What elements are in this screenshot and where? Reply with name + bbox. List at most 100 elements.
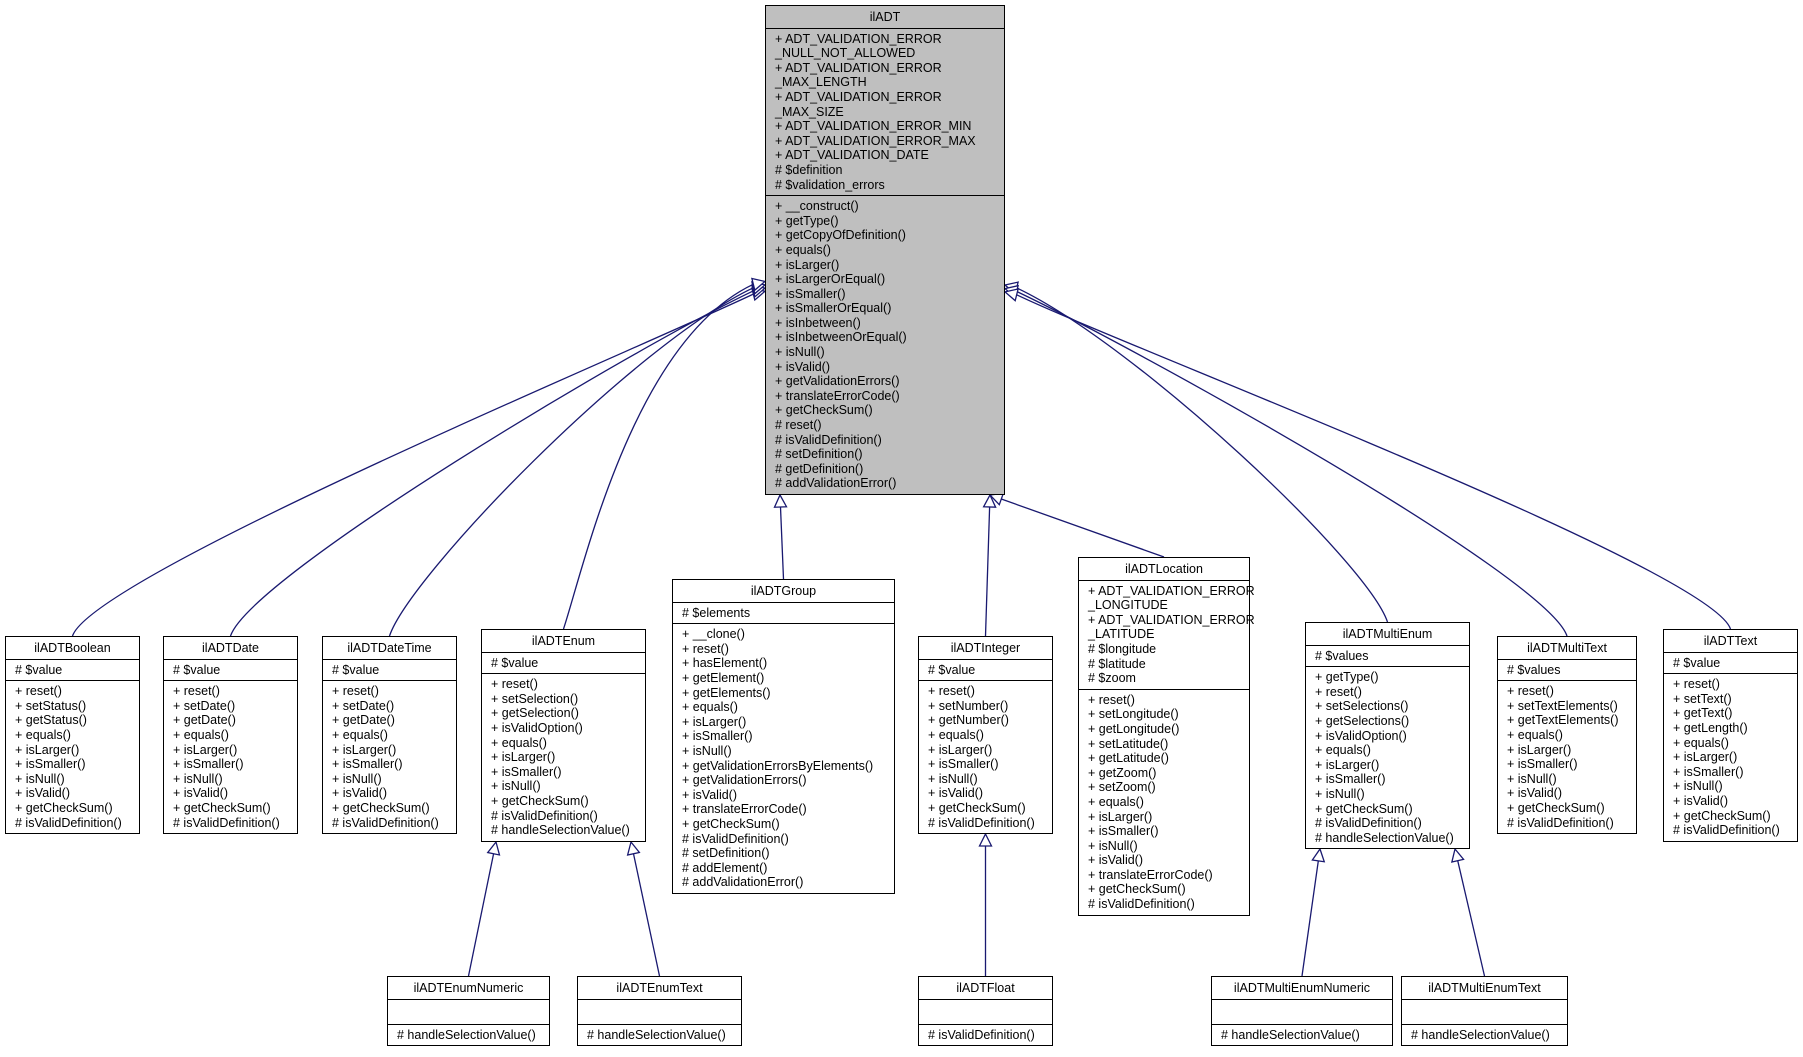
edge-ilADTGroup-to-ilADT: [779, 506, 785, 580]
attribute-section: # $value: [1664, 653, 1797, 674]
method-item: + getDate(): [173, 713, 236, 728]
method-item: + equals(): [1088, 794, 1144, 809]
method-item: + getCheckSum(): [1507, 800, 1605, 815]
method-item: + isNull(): [1673, 779, 1723, 794]
class-name: ilADTMultiEnumText: [1402, 977, 1567, 1000]
method-section: # handleSelectionValue(): [388, 1023, 549, 1046]
method-item: # isValidDefinition(): [332, 815, 439, 830]
method-item: + isValid(): [928, 786, 983, 801]
method-item: # isValidDefinition(): [775, 432, 882, 447]
method-item: + getText(): [1673, 706, 1733, 721]
attribute-section: + ADT_VALIDATION_ERROR_LONGITUDE+ ADT_VA…: [1079, 581, 1255, 689]
attribute-item: _LATITUDE: [1088, 627, 1155, 642]
method-item: + isValid(): [1088, 853, 1143, 868]
method-item: + getSelections(): [1315, 713, 1410, 728]
attribute-item: # $value: [173, 662, 221, 677]
method-item: # addElement(): [682, 860, 768, 875]
class-ilADTDateTime: ilADTDateTime# $value+ reset()+ setDate(…: [322, 636, 457, 835]
method-item: + isSmaller(): [1507, 757, 1578, 772]
edge-ilADTInteger-to-ilADT: [984, 506, 991, 637]
class-name: ilADTMultiEnumNumeric: [1212, 977, 1392, 1000]
inheritance-arrowhead: [982, 493, 997, 508]
attribute-item: # $value: [928, 662, 976, 677]
method-section: # handleSelectionValue(): [578, 1023, 741, 1046]
attribute-item: # $values: [1315, 648, 1369, 663]
method-item: + isLarger(): [332, 742, 397, 757]
method-item: + equals(): [332, 727, 388, 742]
attribute-section: [1212, 1000, 1392, 1024]
edge-ilADTMultiEnumText-to-ilADTMultiEnum: [1457, 860, 1486, 977]
method-item: + setText(): [1673, 691, 1732, 706]
method-item: + setSelection(): [491, 691, 579, 706]
method-item: + isSmaller(): [775, 286, 846, 301]
method-item: + equals(): [928, 727, 984, 742]
attribute-item: + ADT_VALIDATION_ERROR_MIN: [775, 119, 972, 134]
method-item: + setDate(): [332, 698, 395, 713]
method-item: + equals(): [491, 735, 547, 750]
attribute-item: _NULL_NOT_ALLOWED: [775, 46, 916, 61]
edge-ilADTBoolean-to-ilADT: [71, 293, 754, 637]
method-item: + isNull(): [491, 779, 541, 794]
method-item: + isLarger(): [682, 714, 747, 729]
attribute-item: _MAX_LENGTH: [775, 75, 867, 90]
method-item: + getLatitude(): [1088, 751, 1169, 766]
method-item: + getCheckSum(): [682, 816, 780, 831]
method-item: # isValidDefinition(): [1088, 897, 1195, 912]
method-item: + isNull(): [173, 771, 223, 786]
method-item: + __clone(): [682, 627, 745, 642]
method-item: + getCheckSum(): [15, 800, 113, 815]
attribute-item: + ADT_VALIDATION_DATE: [775, 148, 929, 163]
class-ilADTDate: ilADTDate# $value+ reset()+ setDate()+ g…: [163, 636, 298, 835]
method-item: # isValidDefinition(): [491, 808, 598, 823]
attribute-item: # $longitude: [1088, 641, 1157, 656]
method-item: + setLatitude(): [1088, 736, 1169, 751]
attribute-item: # $definition: [775, 162, 843, 177]
class-ilADTEnum: ilADTEnum# $value+ reset()+ setSelection…: [481, 629, 646, 842]
class-ilADTFloat: ilADTFloat# isValidDefinition(): [918, 976, 1053, 1047]
method-item: + isValid(): [775, 359, 830, 374]
class-ilADTMultiText: ilADTMultiText# $values+ reset()+ setTex…: [1497, 636, 1637, 835]
attribute-item: + ADT_VALIDATION_ERROR: [775, 89, 942, 104]
method-item: # handleSelectionValue(): [1221, 1027, 1360, 1042]
inheritance-arrowhead: [1450, 847, 1465, 863]
method-item: + equals(): [1673, 735, 1729, 750]
attribute-section: [388, 1000, 549, 1024]
method-item: + getType(): [775, 213, 839, 228]
edge-ilADTMultiText-to-ilADT: [1016, 291, 1568, 637]
method-item: + getCheckSum(): [1088, 882, 1186, 897]
method-item: + isNull(): [1507, 771, 1557, 786]
method-item: # isValidDefinition(): [928, 1027, 1035, 1042]
attribute-section: # $elements: [673, 603, 894, 624]
method-section: + reset()+ setDate()+ getDate()+ equals(…: [164, 680, 297, 833]
attribute-section: [919, 1000, 1052, 1024]
method-item: + setNumber(): [928, 698, 1009, 713]
method-item: + isSmaller(): [491, 764, 562, 779]
method-section: + getType()+ reset()+ setSelections()+ g…: [1306, 666, 1469, 848]
method-item: + isNull(): [1315, 786, 1365, 801]
method-item: + reset(): [682, 641, 729, 656]
method-item: + isSmaller(): [173, 757, 244, 772]
method-item: + isLarger(): [1088, 809, 1153, 824]
class-name: ilADTEnum: [482, 630, 645, 653]
method-item: + isValid(): [1507, 786, 1562, 801]
method-item: # isValidDefinition(): [1673, 823, 1780, 838]
attribute-item: # $values: [1507, 662, 1561, 677]
method-item: + isLarger(): [1507, 742, 1572, 757]
method-item: # handleSelectionValue(): [397, 1027, 536, 1042]
method-section: + reset()+ setLongitude()+ getLongitude(…: [1079, 688, 1249, 915]
attribute-item: # $value: [332, 662, 380, 677]
method-item: + isValidOption(): [1315, 728, 1407, 743]
method-item: + isValid(): [682, 787, 737, 802]
class-ilADTGroup: ilADTGroup# $elements+ __clone()+ reset(…: [672, 579, 895, 894]
method-item: + isNull(): [15, 771, 65, 786]
method-item: + isSmaller(): [928, 757, 999, 772]
attribute-item: + ADT_VALIDATION_ERROR: [1088, 612, 1255, 627]
attribute-item: # $elements: [682, 605, 751, 620]
method-item: # addValidationError(): [682, 875, 804, 890]
attribute-section: # $values: [1498, 660, 1636, 681]
method-item: + equals(): [173, 727, 229, 742]
method-item: + getCheckSum(): [173, 800, 271, 815]
method-item: + getCheckSum(): [1315, 801, 1413, 816]
method-item: # handleSelectionValue(): [1411, 1027, 1550, 1042]
class-name: ilADTEnumText: [578, 977, 741, 1000]
